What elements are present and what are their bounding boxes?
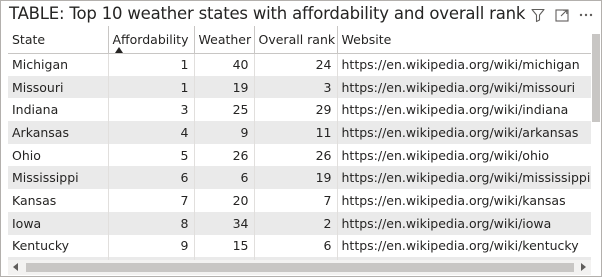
column-header-state[interactable]: State [8, 26, 109, 54]
cell-affordability: 4 [108, 121, 195, 144]
cell-weather: 26 [194, 143, 255, 167]
cell-state: Kansas [8, 189, 109, 212]
cell-weather: 7 [194, 257, 255, 260]
cell-website: https://en.wikipedia.org/wiki/kentucky [337, 234, 591, 258]
table-container: State Affordability Weather Overall rank… [8, 26, 591, 260]
cell-overall-rank: 6 [254, 234, 338, 258]
horizontal-scrollbar[interactable] [8, 260, 591, 275]
cell-weather: 34 [194, 211, 255, 235]
cell-state: Arkansas [8, 121, 109, 144]
scroll-right-icon[interactable] [581, 263, 586, 271]
cell-affordability: 1 [108, 75, 195, 99]
cell-overall-rank: 19 [254, 166, 338, 190]
cell-affordability: 10 [108, 257, 195, 260]
cell-website: https://en.wikipedia.org/wiki/kansas [337, 189, 591, 212]
visual-title: TABLE: Top 10 weather states with afford… [9, 4, 526, 23]
cell-weather: 25 [194, 98, 255, 122]
cell-affordability: 1 [108, 53, 195, 76]
cell-website: https://en.wikipedia.org/wiki/missouri [337, 75, 591, 99]
data-table: State Affordability Weather Overall rank… [8, 26, 591, 260]
vertical-scrollbar[interactable] [591, 26, 601, 260]
cell-website: https://en.wikipedia.org/wiki/indiana [337, 98, 591, 122]
column-header-overall-rank[interactable]: Overall rank [254, 26, 338, 54]
cell-weather: 19 [194, 75, 255, 99]
more-options-icon[interactable] [577, 6, 595, 24]
table-row[interactable]: Alabama10716https://en.wikipedia.org/wik… [8, 257, 591, 260]
filter-icon[interactable] [529, 6, 547, 24]
column-header-weather[interactable]: Weather [194, 26, 255, 54]
visual-header-icons [529, 5, 595, 25]
cell-overall-rank: 26 [254, 143, 338, 167]
cell-affordability: 3 [108, 98, 195, 122]
cell-website: https://en.wikipedia.org/wiki/mississipp… [337, 166, 591, 190]
cell-overall-rank: 29 [254, 98, 338, 122]
cell-affordability: 8 [108, 211, 195, 235]
scroll-left-icon[interactable] [13, 263, 18, 271]
cell-weather: 40 [194, 53, 255, 76]
cell-overall-rank: 3 [254, 75, 338, 99]
column-header-label: Affordability [112, 31, 189, 47]
cell-state: Indiana [8, 98, 109, 122]
cell-affordability: 9 [108, 234, 195, 258]
cell-overall-rank: 24 [254, 53, 338, 76]
cell-state: Michigan [8, 53, 109, 76]
vertical-scroll-thumb[interactable] [592, 34, 600, 122]
cell-website: https://en.wikipedia.org/wiki/ohio [337, 143, 591, 167]
cell-affordability: 5 [108, 143, 195, 167]
column-header-affordability[interactable]: Affordability [108, 26, 195, 54]
cell-website: https://en.wikipedia.org/wiki/alabama [337, 257, 591, 260]
cell-affordability: 7 [108, 189, 195, 212]
cell-state: Kentucky [8, 234, 109, 258]
horizontal-scroll-thumb[interactable] [26, 263, 574, 272]
cell-weather: 20 [194, 189, 255, 212]
cell-website: https://en.wikipedia.org/wiki/arkansas [337, 121, 591, 144]
cell-state: Ohio [8, 143, 109, 167]
cell-state: Missouri [8, 75, 109, 99]
cell-state: Mississippi [8, 166, 109, 190]
cell-weather: 15 [194, 234, 255, 258]
focus-mode-icon[interactable] [553, 6, 571, 24]
cell-overall-rank: 2 [254, 211, 338, 235]
cell-state: Iowa [8, 211, 109, 235]
column-header-website[interactable]: Website [337, 26, 591, 54]
cell-state: Alabama [8, 257, 109, 260]
cell-overall-rank: 11 [254, 121, 338, 144]
cell-website: https://en.wikipedia.org/wiki/iowa [337, 211, 591, 235]
cell-affordability: 6 [108, 166, 195, 190]
cell-website: https://en.wikipedia.org/wiki/michigan [337, 53, 591, 76]
cell-weather: 6 [194, 166, 255, 190]
cell-weather: 9 [194, 121, 255, 144]
cell-overall-rank: 16 [254, 257, 338, 260]
cell-overall-rank: 7 [254, 189, 338, 212]
sort-ascending-icon [114, 46, 123, 53]
table-header-row: State Affordability Weather Overall rank… [8, 26, 591, 54]
